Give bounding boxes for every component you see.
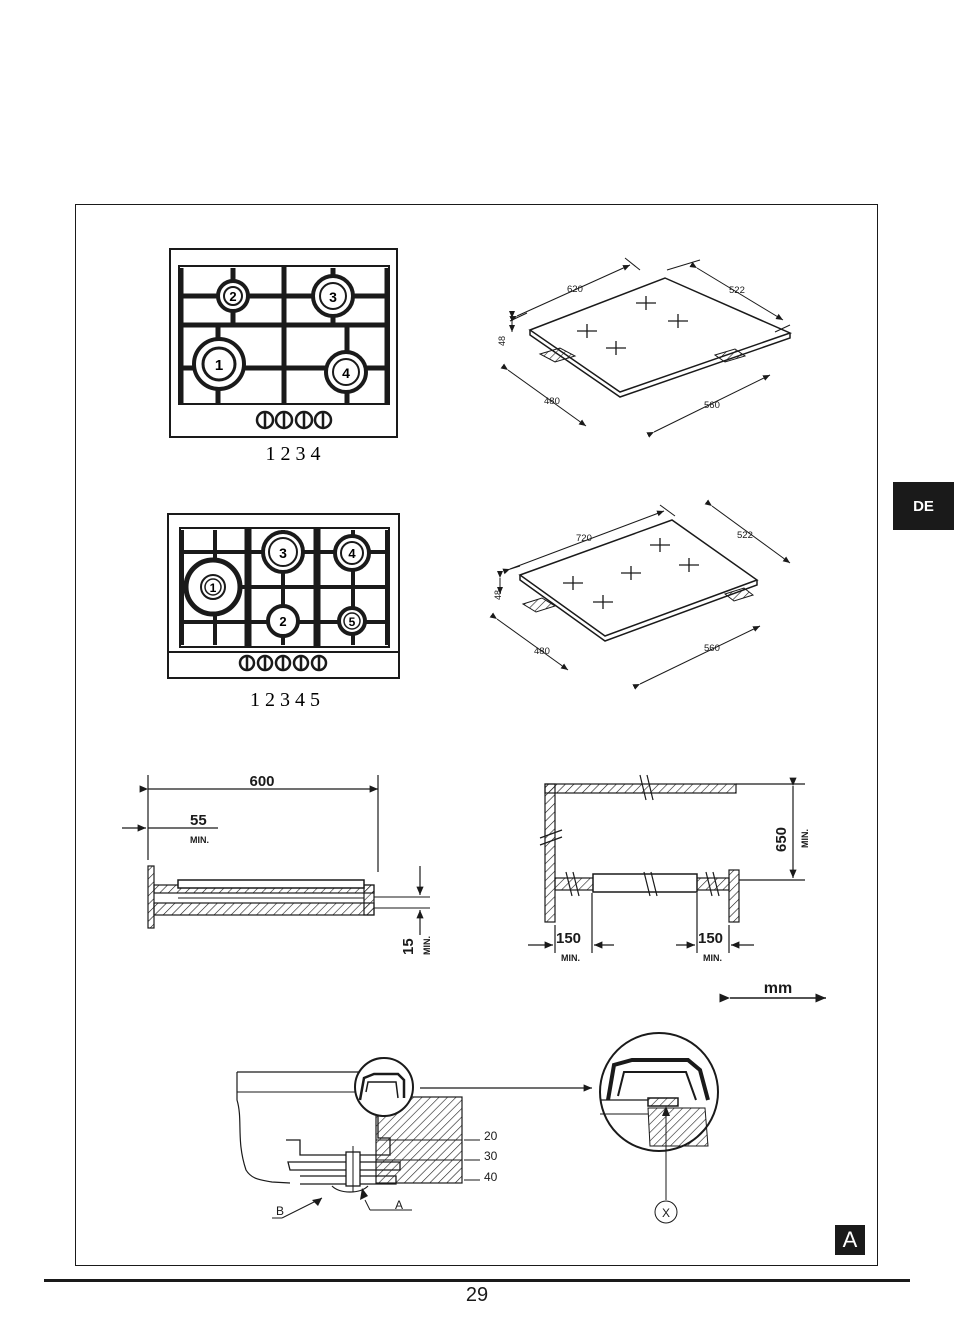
units-indicator: mm [719, 980, 826, 1003]
burner-3: 3 [261, 530, 305, 574]
svg-text:560: 560 [704, 400, 720, 411]
svg-text:48: 48 [497, 336, 507, 346]
hob-4-top-view: 1 2 3 4 1 2 3 4 [169, 248, 398, 465]
svg-text:4: 4 [342, 365, 350, 381]
svg-text:3: 3 [279, 545, 287, 561]
enlarged-detail: X [599, 1032, 719, 1224]
svg-text:522: 522 [737, 530, 753, 541]
svg-text:2: 2 [279, 614, 286, 629]
burner-2: 2 [266, 604, 300, 638]
burner-4: 4 [333, 534, 371, 572]
top-clearance-drawing: 650 MIN. 150 MIN. 150 MIN. [528, 774, 810, 963]
svg-text:B: B [276, 1204, 284, 1218]
svg-text:48: 48 [493, 590, 503, 600]
svg-text:5: 5 [349, 615, 356, 629]
svg-text:720: 720 [576, 533, 592, 544]
burner-1: 1 [192, 337, 246, 391]
svg-text:X: X [662, 1206, 670, 1220]
mounting-section: 20 30 40 B A [236, 1057, 498, 1219]
svg-text:MIN.: MIN. [800, 829, 810, 848]
svg-text:522: 522 [729, 285, 745, 296]
svg-text:mm: mm [764, 980, 792, 997]
svg-text:MIN.: MIN. [422, 936, 432, 955]
svg-text:3: 3 [329, 289, 337, 305]
side-clearance-drawing: 600 55 MIN. 15 MIN. [122, 773, 432, 955]
hob-5-isometric: 720 522 48 480 560 [489, 499, 791, 690]
svg-text:1: 1 [210, 581, 217, 595]
svg-text:30: 30 [484, 1149, 498, 1163]
figure-badge: A [835, 1225, 865, 1255]
svg-text:600: 600 [249, 773, 274, 790]
burner-2: 2 [216, 279, 250, 313]
knob-legend: 1 2 3 4 [266, 443, 321, 465]
svg-text:2: 2 [229, 289, 236, 304]
burner-4: 4 [324, 350, 368, 394]
hob-4-isometric: 620 522 48 480 560 [497, 257, 793, 438]
svg-text:650: 650 [773, 827, 790, 852]
svg-text:4: 4 [348, 546, 356, 561]
svg-text:MIN.: MIN. [703, 953, 722, 963]
svg-text:480: 480 [534, 646, 550, 657]
svg-text:20: 20 [484, 1129, 498, 1143]
burner-5: 5 [337, 606, 367, 636]
footer-rule [44, 1279, 910, 1282]
svg-text:40: 40 [484, 1170, 498, 1184]
svg-text:150: 150 [698, 930, 723, 947]
control-knobs [238, 654, 328, 672]
svg-text:MIN.: MIN. [190, 835, 209, 845]
svg-text:15: 15 [400, 938, 417, 955]
svg-text:MIN.: MIN. [561, 953, 580, 963]
svg-text:620: 620 [567, 284, 583, 295]
svg-text:560: 560 [704, 643, 720, 654]
hob-5-top-view: 1 2 3 4 5 1 2 3 4 5 [167, 513, 400, 711]
language-tab[interactable]: DE [893, 482, 954, 530]
svg-text:150: 150 [556, 930, 581, 947]
control-knobs [255, 410, 333, 430]
svg-text:A: A [395, 1198, 403, 1212]
svg-text:480: 480 [544, 396, 560, 407]
burner-3: 3 [311, 274, 355, 318]
svg-text:1: 1 [215, 357, 223, 374]
page-number: 29 [465, 1284, 489, 1306]
knob-legend: 1 2 3 4 5 [250, 689, 320, 711]
figure-frame [75, 204, 878, 1266]
burner-1: 1 [183, 557, 243, 617]
svg-text:55: 55 [190, 812, 207, 829]
